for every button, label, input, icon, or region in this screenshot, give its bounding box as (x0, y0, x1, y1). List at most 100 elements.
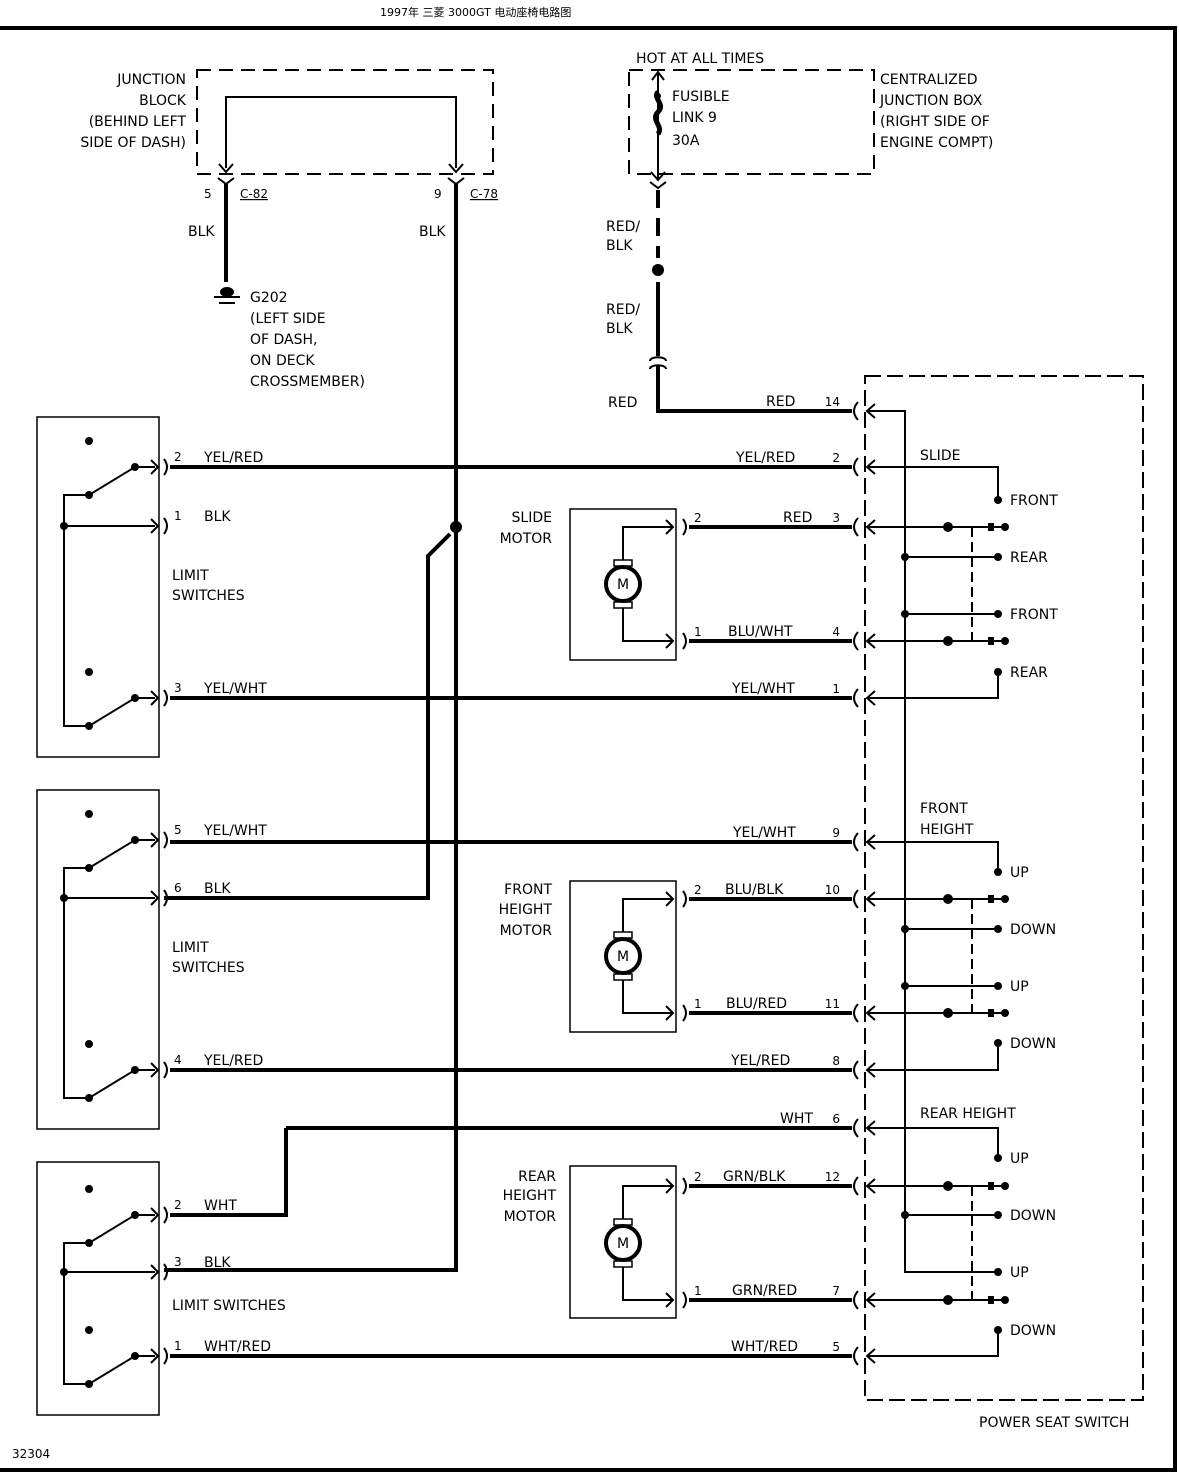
switch-contact-dot (943, 636, 953, 646)
limit-switch-housing (36, 1161, 160, 1416)
connector-arrow-icon (448, 163, 464, 174)
switch-position-dot (994, 1039, 1002, 1047)
ground-label: ON DECK (250, 353, 315, 369)
junction-box-label: CENTRALIZED (880, 72, 978, 88)
pin-number: 6 (174, 881, 182, 895)
pin-number: 2 (832, 451, 840, 465)
limit-switches-label: LIMIT (172, 940, 209, 956)
connector-arrow-icon (665, 1005, 675, 1021)
pin-number: 1 (832, 682, 840, 696)
pin-number: 4 (174, 1053, 182, 1067)
page-title: 1997年 三菱 3000GT 电动座椅电路图 (380, 5, 571, 19)
switch-position-label: FRONT (1010, 493, 1058, 509)
wire-color-label: BLK (188, 224, 215, 240)
switch-contact-dot (943, 1295, 953, 1305)
switch-position-label: FRONT (1010, 607, 1058, 623)
connector-cup-icon (682, 518, 687, 536)
junction-internal-bus (225, 96, 457, 168)
connector-cup-icon (217, 177, 235, 186)
limit-switches-label: LIMIT (172, 568, 209, 584)
connector-cup-icon (682, 890, 687, 908)
pin-number: 3 (174, 681, 182, 695)
wire-color-label: WHT/RED (204, 1339, 271, 1355)
wire-color-label: YEL/RED (735, 450, 795, 466)
red-feed-wire (656, 366, 852, 413)
switch-blade-icon (88, 839, 136, 869)
common-bus (63, 1242, 89, 1385)
pin-number: 2 (174, 450, 182, 464)
limit-switch-housing (36, 789, 160, 1130)
wire-color-label: RED (608, 395, 637, 411)
pin-number: 6 (832, 1112, 840, 1126)
connector-cup-icon (163, 831, 168, 849)
connector-arrow-icon (150, 1062, 160, 1078)
switch-position-label: UP (1010, 979, 1029, 995)
connector-arrow-icon (665, 519, 675, 535)
wire-color-label: RED (783, 510, 812, 526)
wire-color-label: BLU/BLK (725, 882, 784, 898)
switch-position-label: DOWN (1010, 922, 1056, 938)
pin-number: 7 (832, 1284, 840, 1298)
pin-number: 1 (174, 1339, 182, 1353)
switch-contact-dot (943, 894, 953, 904)
motor-label: SLIDE (512, 510, 552, 526)
connector-cup-icon (853, 889, 859, 909)
pin-number: 1 (174, 509, 182, 523)
wire-color-label: GRN/RED (732, 1283, 797, 1299)
junction-block-outline (196, 69, 494, 175)
motor-symbol: M (617, 1236, 629, 1252)
connector-cup-icon (682, 1177, 687, 1195)
connector-cup-icon (163, 889, 168, 907)
switch-position-dot (994, 982, 1002, 990)
limit-switches-label: SWITCHES (172, 588, 245, 604)
switch-position-dot (994, 610, 1002, 618)
connector-cup-icon (853, 1176, 859, 1196)
connector-id-link[interactable]: C-78 (470, 187, 498, 201)
connector-cup-icon (853, 832, 859, 852)
blk-trunk-wire (164, 184, 458, 1272)
switch-section-title: SLIDE (920, 448, 960, 464)
wire-color-label: YEL/RED (203, 1053, 263, 1069)
pin-number: 3 (174, 1255, 182, 1269)
switch-position-label: UP (1010, 1265, 1029, 1281)
connector-arrow-icon (150, 459, 160, 475)
power-seat-switch: POWER SEAT SWITCH SLIDEFRONTREARFRONTREA… (864, 375, 1144, 1431)
connector-cup-icon (853, 1003, 859, 1023)
ground-label: CROSSMEMBER) (250, 374, 365, 390)
motor-group: M21SLIDEMOTORM21FRONTHEIGHTMOTORM21REARH… (499, 508, 702, 1319)
connector-cup-icon (163, 517, 168, 535)
switch-position-dot (994, 668, 1002, 676)
connector-arrow-icon (218, 163, 234, 174)
pin-number: 3 (832, 511, 840, 525)
connector-id-link[interactable]: C-82 (240, 187, 268, 201)
connector-arrow-icon (150, 1348, 160, 1364)
splice-dot (450, 521, 462, 533)
wht-wire (170, 1128, 288, 1217)
diagram-frame (0, 26, 1177, 1472)
junction-block: JUNCTION BLOCK (BEHIND LEFT SIDE OF DASH… (80, 69, 498, 240)
wire-color-label: WHT (780, 1111, 813, 1127)
connector-arrow-icon (665, 633, 675, 649)
wire-color-label: RED (766, 394, 795, 410)
motor-symbol: M (617, 577, 629, 593)
junction-block-label-line: SIDE OF DASH) (80, 135, 186, 151)
pin-number: 11 (825, 997, 840, 1011)
motor-icon (604, 937, 642, 975)
ground-label: OF DASH, (250, 332, 318, 348)
switch-position-dot (994, 1268, 1002, 1276)
connector-cup-icon (163, 1206, 168, 1224)
switch-section-title: FRONT (920, 801, 968, 817)
connector-arrow-icon (665, 1292, 675, 1308)
arrow-up-icon (651, 70, 665, 81)
connector-cup-icon (853, 1346, 859, 1366)
junction-box-label: (RIGHT SIDE OF (880, 114, 990, 130)
pin-number: 4 (832, 625, 840, 639)
wire-color-label: BLK (204, 1255, 231, 1271)
connector-arrow-icon (150, 690, 160, 706)
switch-section-title: REAR HEIGHT (920, 1106, 1016, 1122)
